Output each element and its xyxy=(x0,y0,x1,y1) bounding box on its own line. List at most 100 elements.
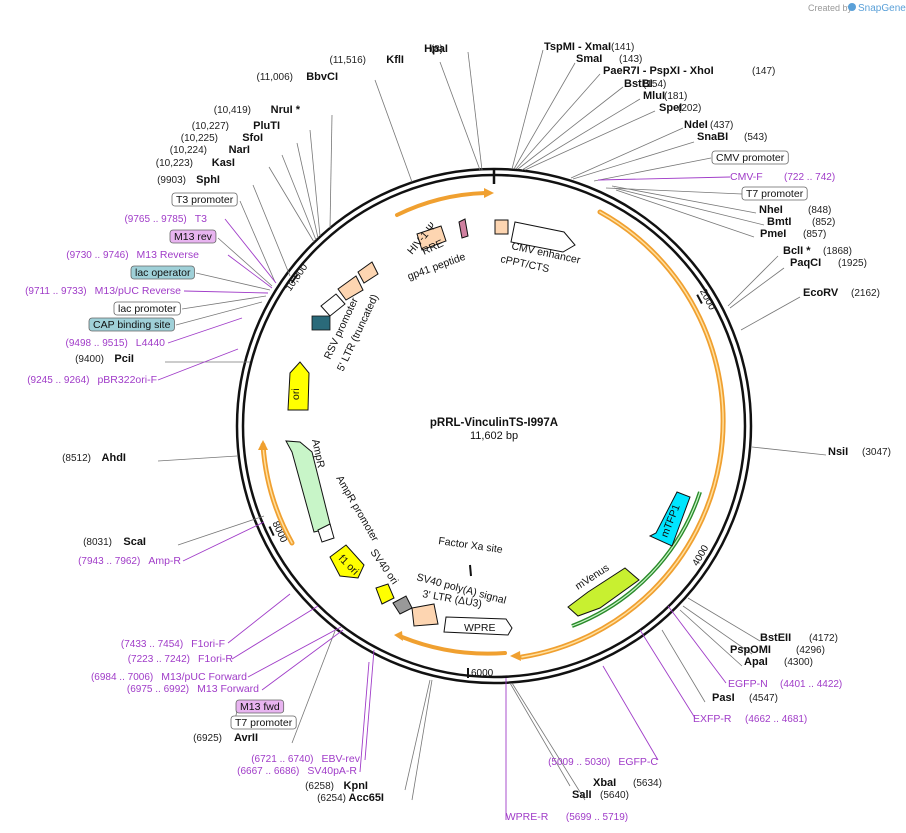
site-name: BmtI xyxy=(767,216,791,228)
primer-position: (6975 .. 6992) xyxy=(127,684,189,695)
outer-arcs xyxy=(260,191,726,660)
primer-f1ori-f: F1ori-F (7433 .. 7454) xyxy=(121,638,225,650)
site-ahdi: (8512)AhdI xyxy=(62,452,126,464)
site-position: (1925) xyxy=(838,258,867,269)
site-position: (11,516) xyxy=(329,55,366,66)
primer-position: (7433 .. 7454) xyxy=(121,639,183,650)
feature-box-m13-fwd: M13 fwd xyxy=(235,699,285,714)
site-position: (3047) xyxy=(862,447,891,458)
site-name: EcoRV xyxy=(803,287,839,299)
primer-l4440: L4440 (9498 .. 9515) xyxy=(66,337,166,349)
feature-rre-box xyxy=(416,225,447,251)
primer-name: M13/pUC Forward xyxy=(161,671,247,683)
site-position: (6254) xyxy=(317,793,346,804)
feature-box-label: lac operator xyxy=(135,267,191,279)
site-position: (5640) xyxy=(600,790,629,801)
primer-leader-lines xyxy=(157,176,731,820)
lac-elements-cluster xyxy=(311,315,331,331)
site-position: (147) xyxy=(752,66,775,77)
primer-name: EGFP-C xyxy=(618,756,658,768)
primer-name: M13 Reverse xyxy=(137,249,200,261)
site-sfoi: (10,225)SfoI xyxy=(181,132,263,144)
site-name: KpnI xyxy=(344,780,368,792)
site-nari: (10,224)NarI xyxy=(170,144,250,156)
site-name: SmaI xyxy=(576,53,602,65)
feature-box-t7-promoter: T7 promoter xyxy=(230,715,297,730)
feature-box-label: CAP binding site xyxy=(93,319,171,331)
site-position: (852) xyxy=(812,217,835,228)
site-position: (8) xyxy=(431,44,443,55)
site-name: TspMI - XmaI xyxy=(544,41,611,53)
brand-text: SnapGene xyxy=(858,3,906,14)
primer-ebv-rev: EBV-rev(6721 .. 6740) xyxy=(251,753,361,765)
primer-name: F1ori-R xyxy=(198,653,233,665)
site-ecorv: (2162) EcoRV xyxy=(803,287,880,299)
site-name: MluI xyxy=(643,90,665,102)
feature-3ltr-box xyxy=(411,603,439,627)
site-name: BclI * xyxy=(783,245,811,257)
primer-position: (7943 .. 7962) xyxy=(78,556,140,567)
feature-hiv1-psi-box xyxy=(357,261,379,284)
site-bmti: (852) BmtI xyxy=(767,216,835,228)
primer-name: M13/pUC Reverse xyxy=(95,285,182,297)
feature-box-cap-binding-site: CAP binding site xyxy=(88,317,175,332)
arc-arrowhead-bottom xyxy=(510,651,521,661)
site-position: (2162) xyxy=(851,288,880,299)
site-position: (4296) xyxy=(796,645,825,656)
site-position: (10,223) xyxy=(156,158,193,169)
site-name: BstBI xyxy=(624,78,653,90)
site-name: KflI xyxy=(386,54,404,66)
primer-cmv-f: CMV-F(722 .. 742) xyxy=(730,171,835,183)
site-position: (154) xyxy=(643,79,666,90)
primer-name: F1ori-F xyxy=(191,638,225,650)
svg-text:6000: 6000 xyxy=(471,668,494,679)
site-nhei: (848)NheI xyxy=(759,204,831,216)
primer-position: (9730 .. 9746) xyxy=(66,250,128,261)
leader-lines xyxy=(157,49,827,801)
site-name: SnaBI xyxy=(697,131,728,143)
site-position: (8512) xyxy=(62,453,91,464)
primer-name: CMV-F xyxy=(730,171,763,183)
site-xbai: (5634)XbaI xyxy=(593,777,662,789)
site-apai: (4300)ApaI xyxy=(744,656,813,668)
site-kfli: (11,516) KflI xyxy=(329,54,404,66)
site-pspomi: (4296)PspOMI xyxy=(730,644,825,656)
site-pmei: (857)PmeI xyxy=(760,228,826,240)
primer-pbr322ori-f: pBR322ori-F(9245 .. 9264) xyxy=(27,374,157,386)
feature-box-label: T3 promoter xyxy=(176,194,234,206)
tick-2000: 2000 xyxy=(696,287,717,312)
primer-position: (5009 .. 5030) xyxy=(548,757,610,768)
site-position: (437) xyxy=(710,120,733,131)
feature-mtfp1: mTFP1 xyxy=(648,491,691,547)
primer-m13-puc-forward: M13/pUC Forward(6984 .. 7006) xyxy=(91,671,247,683)
site-position: (4172) xyxy=(809,633,838,644)
svg-text:WPRE: WPRE xyxy=(464,622,496,634)
primer-name: Amp-R xyxy=(148,555,181,567)
site-name: NsiI xyxy=(828,446,848,458)
site-position: (8031) xyxy=(83,537,112,548)
site-position: (543) xyxy=(744,132,767,143)
feature-box-t3-promoter: T3 promoter xyxy=(171,192,238,207)
site-name: SpeI xyxy=(659,102,682,114)
site-name: NarI xyxy=(229,144,250,156)
site-name: PmeI xyxy=(760,228,786,240)
site-name: SfoI xyxy=(242,132,263,144)
arc-arrowhead-amp xyxy=(258,440,268,450)
site-position: (181) xyxy=(664,91,687,102)
site-position: (202) xyxy=(678,103,701,114)
primer-name: L4440 xyxy=(136,337,165,349)
snapgene-logo-icon xyxy=(848,3,856,11)
site-position: (10,419) xyxy=(214,105,251,116)
site-name: ScaI xyxy=(123,536,146,548)
feature-ori: ori xyxy=(287,361,310,411)
site-sphi: (9903)SphI xyxy=(157,174,220,186)
site-sali: (5640)SalI xyxy=(572,789,629,801)
site-name: NruI * xyxy=(271,104,301,116)
site-mlui: (181)MluI xyxy=(643,90,687,102)
feature-box-lac-promoter: lac promoter xyxy=(113,301,181,316)
site-position: (5634) xyxy=(633,778,662,789)
feature-box-m13-rev: M13 rev xyxy=(169,229,217,244)
primer-position: (9498 .. 9515) xyxy=(66,338,128,349)
site-name: PaqCI xyxy=(790,257,821,269)
site-pcii: (9400)PciI xyxy=(75,353,134,365)
